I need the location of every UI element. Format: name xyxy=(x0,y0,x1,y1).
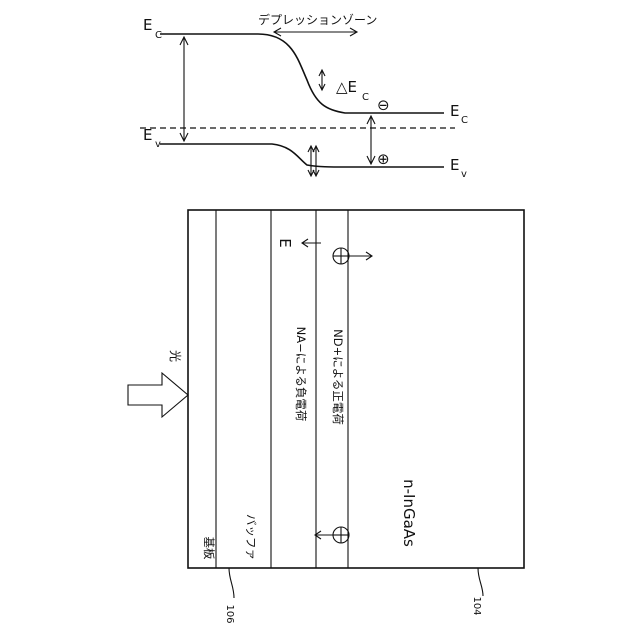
ec-left-label: E xyxy=(143,16,152,34)
valence-band-edge xyxy=(160,144,444,167)
ec-right-subscript: C xyxy=(461,115,468,126)
device-outline xyxy=(188,210,524,568)
device-cross-section: 光 E 基板 バッファ NA−による負電荷 ND xyxy=(128,210,524,624)
delta-ec-label: △E xyxy=(336,78,357,96)
buffer-label: バッファ xyxy=(244,514,258,560)
ev-left-subscript: v xyxy=(155,139,161,150)
positive-charge-label: ND+による正電荷 xyxy=(331,329,345,425)
conduction-band-edge xyxy=(160,34,444,113)
band-diagram: デプレッションゾーン E C E v △E C ⊖ ⊕ E C E v xyxy=(140,12,468,180)
electron-symbol: ⊖ xyxy=(377,96,390,114)
hole-bottom xyxy=(333,527,349,543)
ref-104: 104 xyxy=(471,596,482,615)
delta-ec-subscript: C xyxy=(362,92,369,103)
ec-left-subscript: C xyxy=(155,30,162,41)
depletion-zone-label: デプレッションゾーン xyxy=(258,12,377,27)
light-label: 光 xyxy=(168,350,182,362)
leader-line-106 xyxy=(229,568,234,598)
ev-left-label: E xyxy=(143,126,152,144)
light-arrow xyxy=(128,373,188,417)
hole-symbol: ⊕ xyxy=(377,150,390,168)
substrate-label: 基板 xyxy=(202,537,216,560)
ref-106: 106 xyxy=(224,604,235,623)
ev-right-subscript: v xyxy=(461,169,467,180)
field-label: E xyxy=(276,238,294,247)
active-layer-label: n-InGaAs xyxy=(400,479,418,547)
ev-right-label: E xyxy=(450,156,459,174)
leader-line-104 xyxy=(478,568,483,596)
ec-right-label: E xyxy=(450,102,459,120)
negative-charge-label: NA−による負電荷 xyxy=(294,327,308,422)
